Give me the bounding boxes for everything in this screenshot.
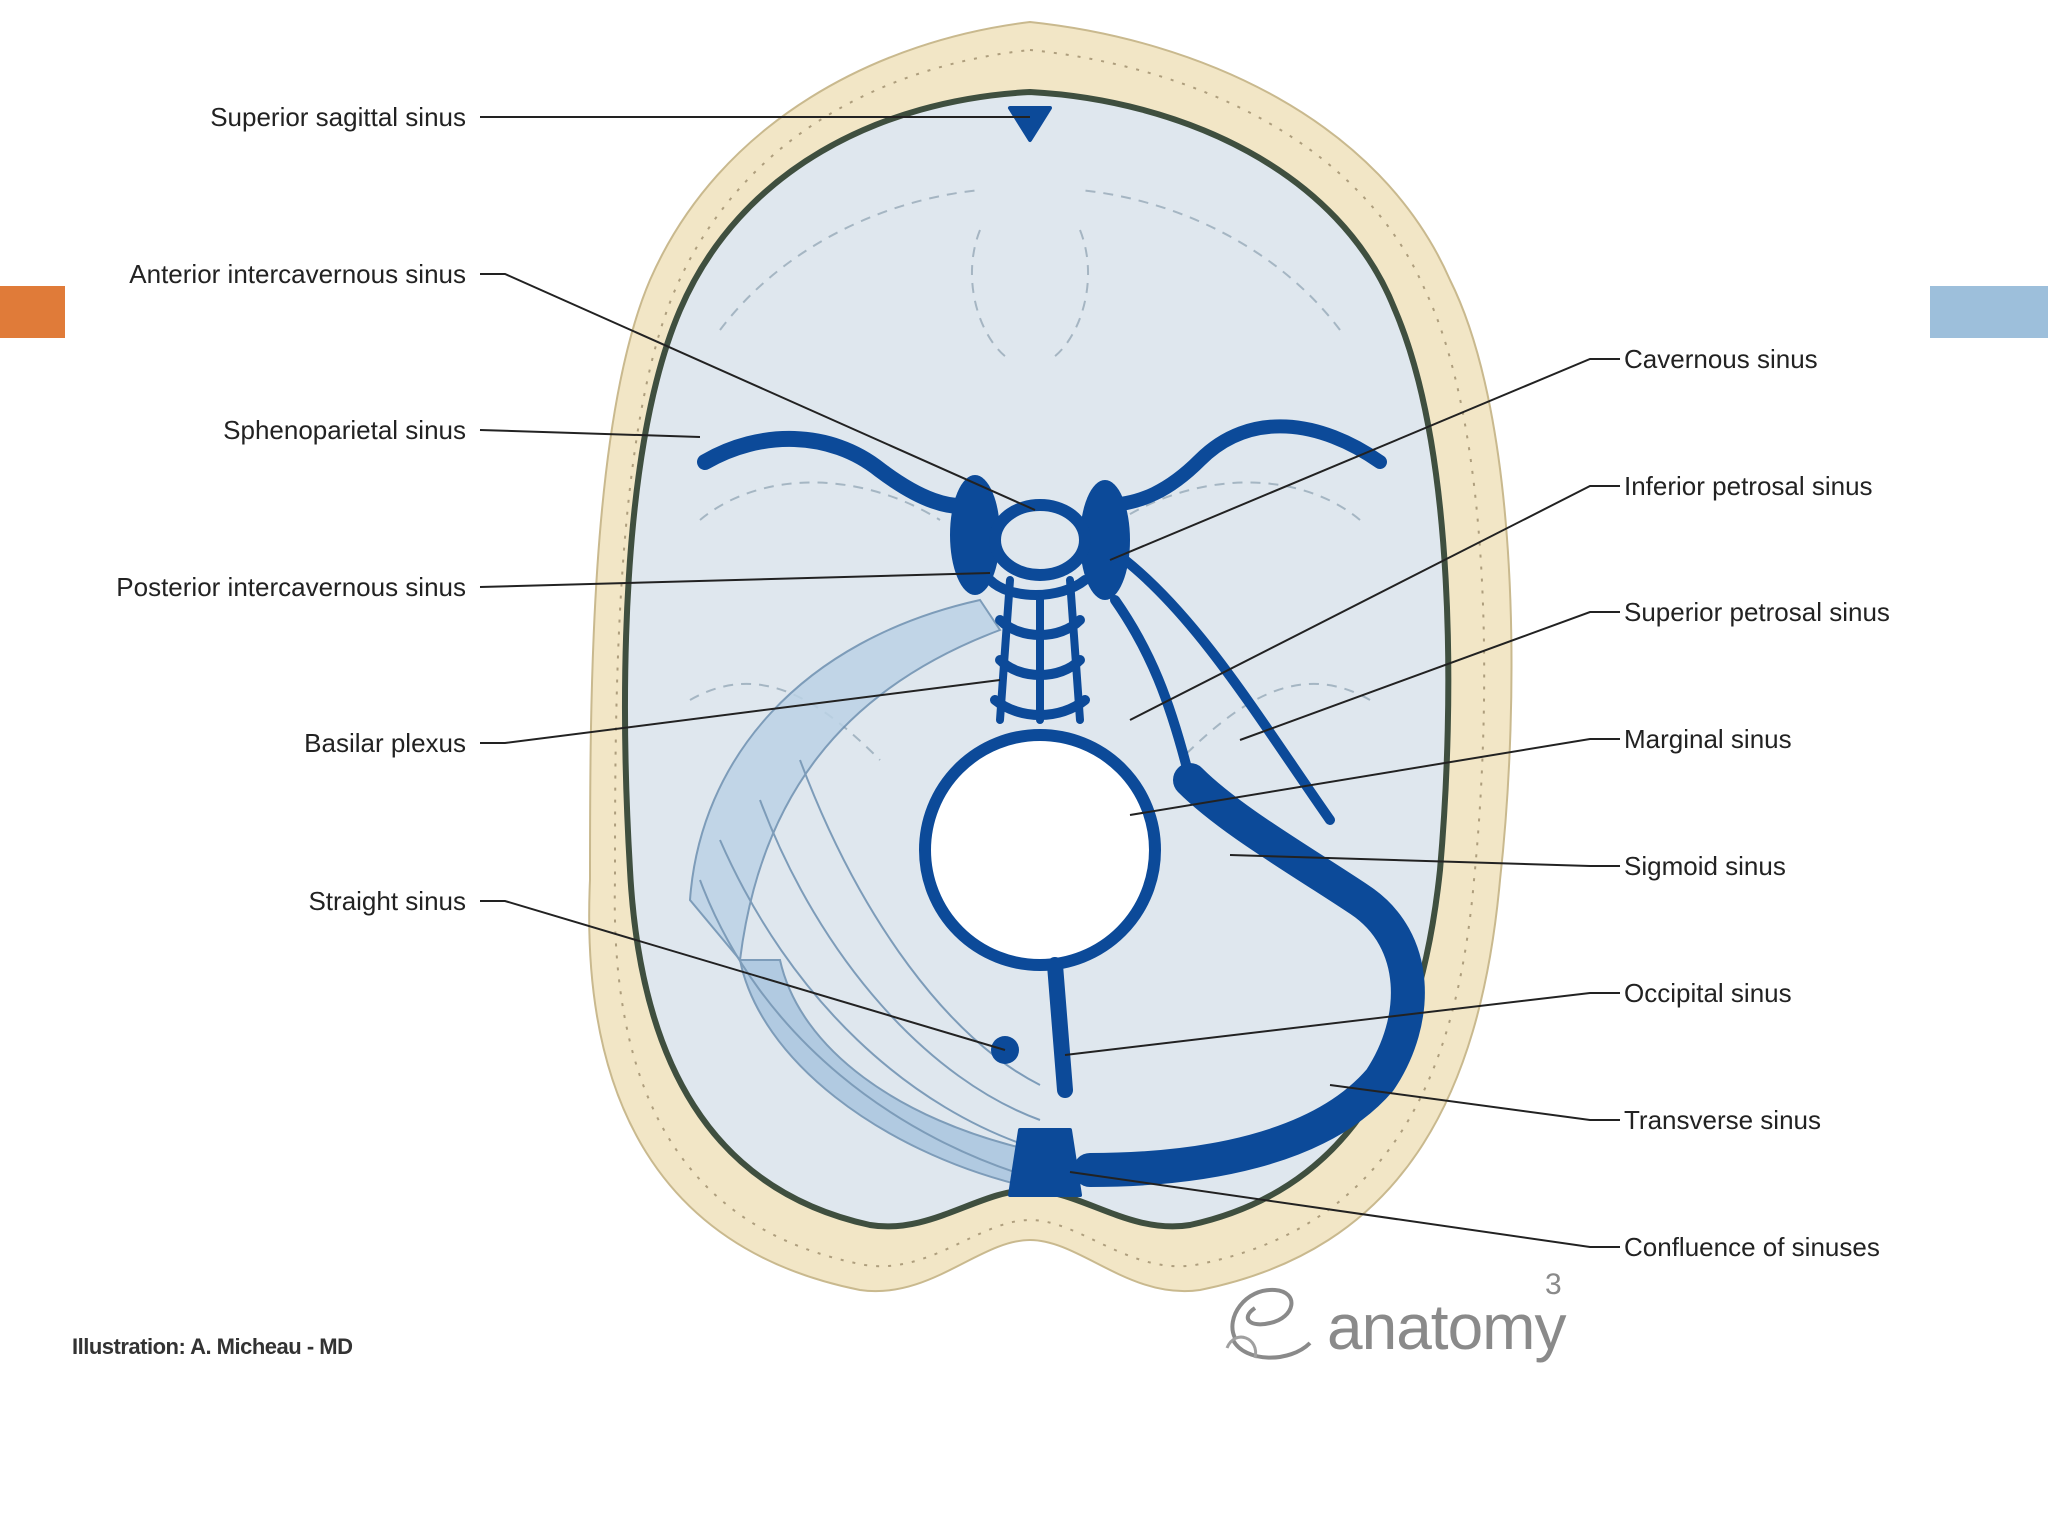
label-marginal-sinus: Marginal sinus [1624, 724, 1792, 754]
illustration-credit: Illustration: A. Micheau - MD [72, 1334, 353, 1359]
leader-lines [479, 116, 1620, 1248]
label-cavernous-sinus: Cavernous sinus [1624, 344, 1818, 374]
label-posterior-intercavernous-sinus: Posterior intercavernous sinus [116, 572, 466, 602]
leader-marginal [1129, 738, 1620, 816]
leader-superior-petrosal [1239, 611, 1620, 741]
fossa-contours [689, 189, 1371, 761]
e-logo-icon [1225, 1287, 1312, 1360]
tentorium-cerebelli [688, 598, 1041, 1187]
leader-sigmoid [1229, 854, 1620, 867]
dural-sinuses [697, 106, 1425, 1197]
label-inferior-petrosal-sinus: Inferior petrosal sinus [1624, 471, 1873, 501]
leader-transverse [1329, 1084, 1620, 1121]
leader-anterior-intercavernous [480, 273, 1036, 511]
accent-bar-right [1930, 286, 2048, 338]
leader-occipital [1064, 992, 1620, 1056]
leader-sphenoparietal [479, 429, 701, 438]
label-straight-sinus: Straight sinus [308, 886, 466, 916]
label-sphenoparietal-sinus: Sphenoparietal sinus [223, 415, 466, 445]
leader-inferior-petrosal [1129, 485, 1620, 721]
label-superior-petrosal-sinus: Superior petrosal sinus [1624, 597, 1890, 627]
accent-bar-left [0, 286, 65, 338]
label-occipital-sinus: Occipital sinus [1624, 978, 1792, 1008]
label-anterior-intercavernous-sinus: Anterior intercavernous sinus [129, 259, 466, 289]
logo-wordmark: anatomy [1327, 1291, 1566, 1363]
label-transverse-sinus: Transverse sinus [1624, 1105, 1821, 1135]
logo-superscript: 3 [1545, 1268, 1562, 1301]
label-superior-sagittal-sinus: Superior sagittal sinus [210, 102, 466, 132]
leader-straight-sinus [480, 900, 1006, 1051]
label-confluence-of-sinuses: Confluence of sinuses [1624, 1232, 1880, 1262]
leader-cavernous [1109, 358, 1620, 561]
leader-basilar-plexus [480, 679, 1001, 744]
eanatomy-logo: anatomy 3 [1215, 1268, 1575, 1378]
leader-posterior-intercavernous [479, 572, 991, 588]
label-sigmoid-sinus: Sigmoid sinus [1624, 851, 1786, 881]
leader-confluence [1069, 1171, 1620, 1248]
label-basilar-plexus: Basilar plexus [304, 728, 466, 758]
